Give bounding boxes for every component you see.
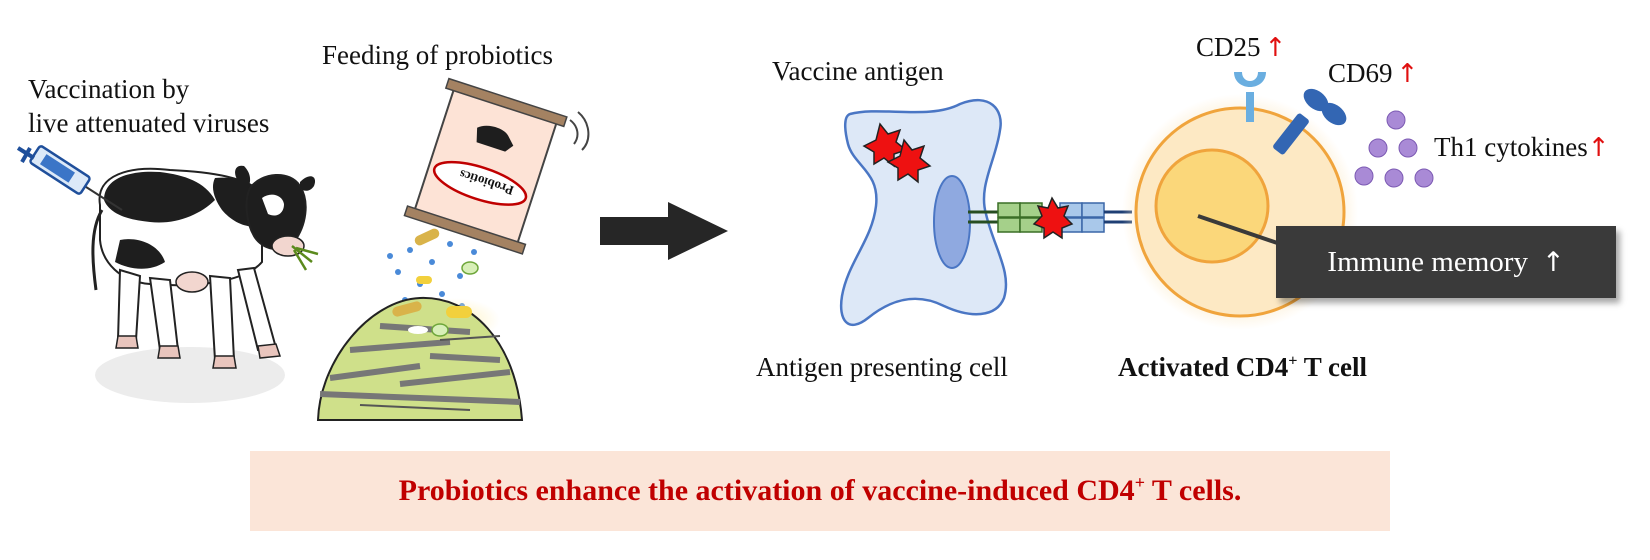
th1-text: Th1 cytokines xyxy=(1434,132,1588,162)
cd25-up-arrow: ↑ xyxy=(1264,33,1287,63)
antigen-presenting-cell xyxy=(839,98,1008,326)
conclusion-text: Probiotics enhance the activation of vac… xyxy=(398,472,1242,508)
activated-cell-label-sup: + xyxy=(1288,351,1298,370)
th1-cytokines xyxy=(1354,110,1434,188)
cd69-receptor xyxy=(1273,88,1347,155)
vaccination-label-line1: Vaccination by xyxy=(28,74,190,104)
conclusion-text-post: T cells. xyxy=(1144,474,1242,507)
cd25-text: CD25 xyxy=(1196,32,1261,62)
vaccine-antigen-label: Vaccine antigen xyxy=(772,56,944,86)
activated-cell-label-pre: Activated CD4 xyxy=(1118,352,1289,382)
cd69-up-arrow: ↑ xyxy=(1396,59,1419,89)
syringe-icon xyxy=(16,145,123,211)
vaccination-label: Vaccination by live attenuated viruses xyxy=(28,72,269,140)
cow-illustration xyxy=(91,165,319,403)
th1-label: Th1 cytokines↑ xyxy=(1434,130,1610,165)
conclusion-text-sup: + xyxy=(1134,472,1145,493)
feeding-label: Feeding of probiotics xyxy=(322,40,553,70)
th1-up-arrow: ↑ xyxy=(1587,133,1610,163)
cd25-label: CD25↑ xyxy=(1196,30,1286,65)
vaccination-label-line2: live attenuated viruses xyxy=(28,108,270,138)
immune-memory-text: Immune memory xyxy=(1327,245,1528,278)
immune-memory-up-arrow: ↑ xyxy=(1541,246,1565,278)
cd69-text: CD69 xyxy=(1328,58,1393,88)
conclusion-text-pre: Probiotics enhance the activation of vac… xyxy=(398,474,1135,507)
activated-cell-label-post: T cell xyxy=(1297,352,1367,382)
cd25-receptor xyxy=(1234,72,1266,122)
immune-memory-callout: Immune memory ↑ xyxy=(1276,226,1616,298)
probiotics-can xyxy=(403,77,568,255)
shake-lines xyxy=(569,111,590,151)
mhc-tcr-complex xyxy=(968,196,1132,240)
hay-pile xyxy=(316,296,524,421)
apc-label: Antigen presenting cell xyxy=(756,352,1008,382)
conclusion-banner: Probiotics enhance the activation of vac… xyxy=(250,451,1390,531)
cd69-label: CD69↑ xyxy=(1328,56,1418,91)
process-arrow xyxy=(600,202,728,260)
activated-cell-label: Activated CD4+ T cell xyxy=(1118,350,1367,384)
